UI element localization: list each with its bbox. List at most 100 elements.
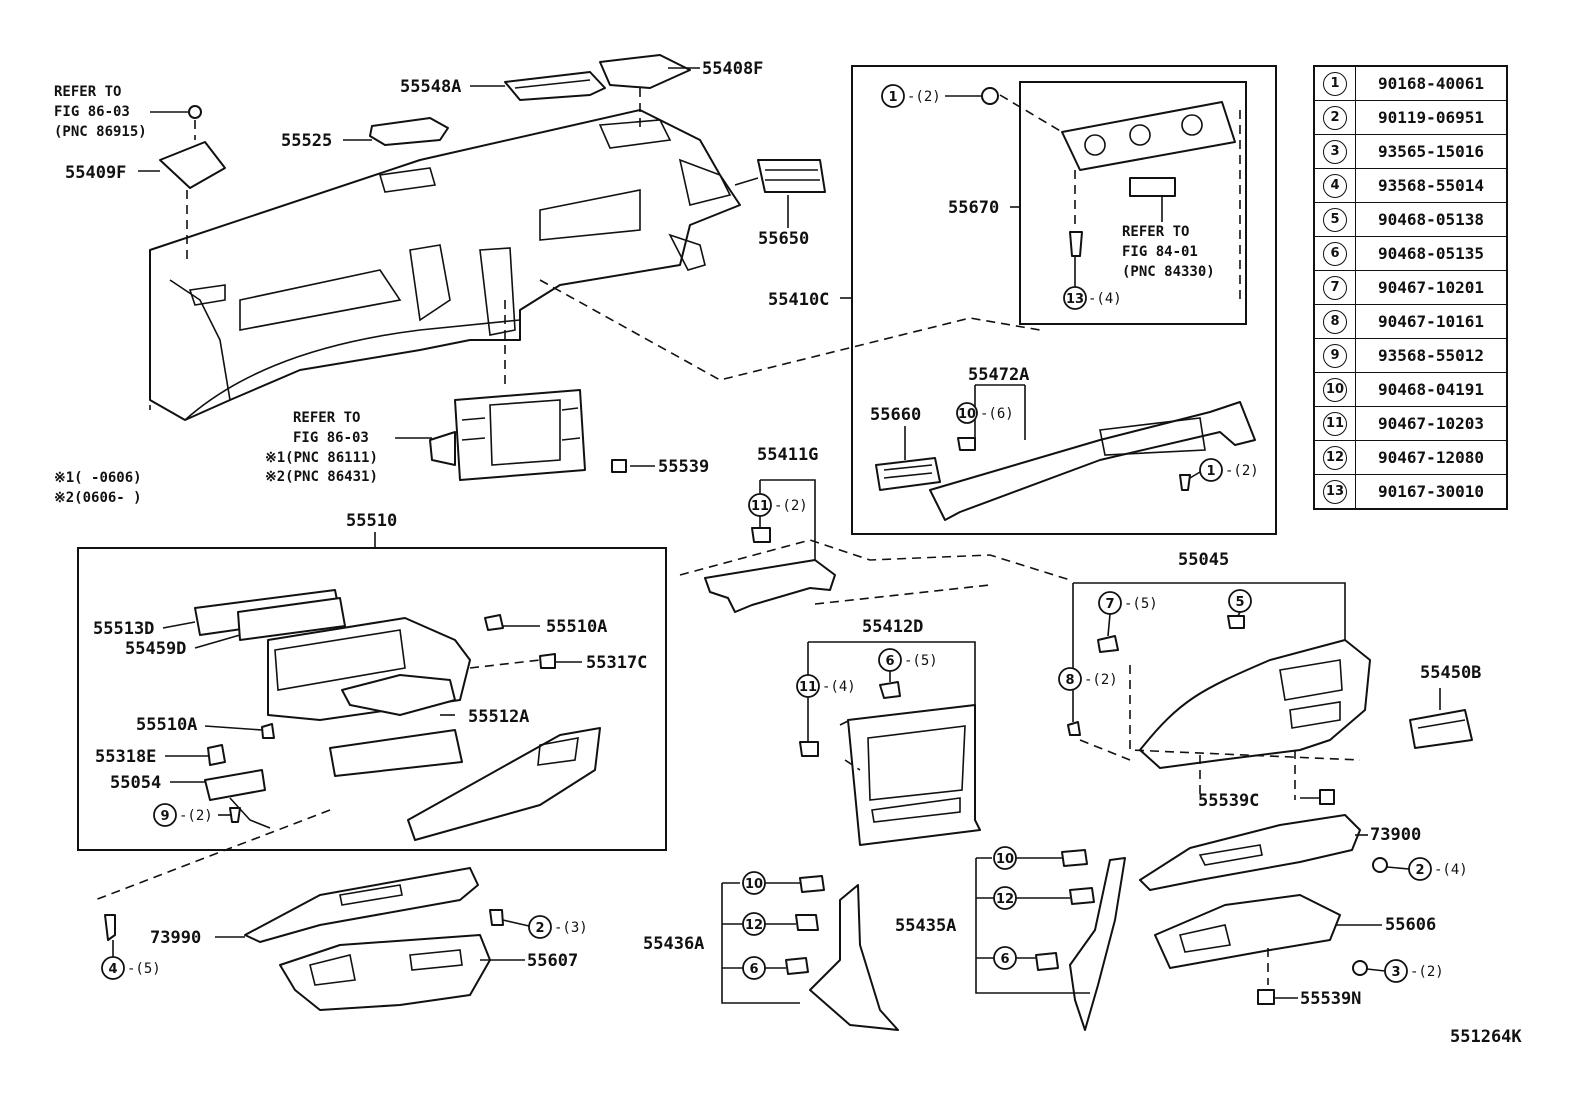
label-55510A-top: 55510A — [546, 617, 607, 637]
svg-text:-(2): -(2) — [179, 808, 213, 824]
svg-text:11: 11 — [799, 680, 817, 695]
svg-text:-(5): -(5) — [1124, 596, 1158, 612]
legend-key-circle: 9 — [1323, 343, 1347, 368]
refer-fig-86-03-b: REFER TO FIG 86-03 ※1(PNC 86111) ※2(PNC … — [265, 410, 378, 485]
part-55045-illustration — [1067, 615, 1371, 800]
svg-text:※2(PNC 86431): ※2(PNC 86431) — [265, 469, 378, 485]
label-55411G: 55411G — [757, 445, 818, 465]
label-55539: 55539 — [658, 457, 709, 477]
svg-text:-(5): -(5) — [904, 653, 938, 669]
svg-text:10: 10 — [996, 852, 1014, 867]
label-55510A-bottom: 55510A — [136, 715, 197, 735]
legend-part-number: 90467-10203 — [1355, 406, 1508, 441]
legend-key-circle: 8 — [1323, 309, 1347, 334]
label-55539C: 55539C — [1198, 791, 1259, 811]
svg-text:10: 10 — [745, 877, 763, 892]
svg-text:9: 9 — [160, 809, 169, 824]
date-notes: ※1( -0606) ※2(0606- ) — [54, 470, 142, 506]
legend-key: 12 — [1313, 440, 1356, 475]
part-55607-illustration — [279, 934, 491, 1011]
legend-part-number: 90168-40061 — [1355, 65, 1508, 101]
svg-text:(PNC 84330): (PNC 84330) — [1122, 264, 1215, 280]
svg-text:5: 5 — [1235, 595, 1244, 610]
label-55408F: 55408F — [702, 59, 763, 79]
label-55317C: 55317C — [586, 653, 647, 673]
legend-key-circle: 4 — [1323, 173, 1347, 198]
callout-1a: 1 -(2) — [881, 84, 982, 108]
svg-text:-(4): -(4) — [1088, 291, 1122, 307]
group-box-55510 — [77, 547, 667, 851]
callout-11a: 11 -(2) — [748, 493, 808, 517]
svg-text:-(6): -(6) — [980, 406, 1014, 422]
screw-2b-illustration — [1372, 857, 1388, 873]
svg-text:4: 4 — [108, 962, 117, 977]
part-55412D-illustration — [799, 681, 981, 846]
svg-text:-(3): -(3) — [554, 920, 588, 936]
callout-2a: 2 -(3) — [502, 915, 588, 939]
callout-10c: 10 — [993, 846, 1062, 870]
legend-part-number: 90468-04191 — [1355, 372, 1508, 407]
label-55607: 55607 — [527, 951, 578, 971]
svg-text:-(2): -(2) — [1225, 463, 1259, 479]
legend-key: 2 — [1313, 100, 1356, 135]
diagram-code: 551264K — [1450, 1027, 1522, 1047]
refer-fig-86-03-a: REFER TO FIG 86-03 (PNC 86915) — [54, 84, 188, 140]
label-73900: 73900 — [1370, 825, 1421, 845]
legend-key: 6 — [1313, 236, 1356, 271]
part-55436A-illustration — [785, 875, 899, 1031]
part-55670-illustration — [999, 94, 1241, 300]
callout-10a: 10 -(6) — [956, 402, 1014, 424]
callout-12a: 12 — [722, 912, 796, 936]
callout-2b: 2 -(4) — [1386, 857, 1468, 881]
svg-text:※1( -0606): ※1( -0606) — [54, 470, 142, 486]
svg-text:-(2): -(2) — [907, 89, 941, 105]
part-55409F-illustration — [159, 105, 226, 262]
part-55539-illustration — [611, 459, 627, 473]
legend-part-number: 93565-15016 — [1355, 134, 1508, 169]
svg-text:FIG 86-03: FIG 86-03 — [293, 430, 369, 446]
screw-4-illustration — [104, 914, 116, 941]
legend-key-circle: 2 — [1323, 105, 1347, 130]
part-55548A-illustration — [504, 71, 606, 101]
svg-text:-(4): -(4) — [822, 679, 856, 695]
part-55408F-illustration — [599, 54, 691, 130]
part-55539C-illustration — [1319, 789, 1335, 805]
svg-text:REFER TO: REFER TO — [1122, 224, 1189, 240]
clip-10-illustration — [957, 437, 976, 451]
group-box-55670 — [1019, 81, 1247, 325]
part-55450B-illustration — [1409, 709, 1473, 749]
callout-12b: 12 — [976, 886, 1070, 910]
legend-key: 11 — [1313, 406, 1356, 441]
legend-key-circle: 5 — [1323, 207, 1347, 232]
svg-text:6: 6 — [1000, 952, 1009, 967]
label-55054: 55054 — [110, 773, 161, 793]
callout-7: 7 -(5) — [1098, 591, 1158, 637]
label-55525: 55525 — [281, 131, 332, 151]
svg-text:3: 3 — [1391, 965, 1400, 980]
svg-text:(PNC 86915): (PNC 86915) — [54, 124, 147, 140]
callout-4: 4 -(5) — [101, 940, 161, 980]
svg-text:※2(0606- ): ※2(0606- ) — [54, 490, 142, 506]
part-55435A-illustration — [1035, 849, 1126, 1031]
screw-2a-illustration — [489, 909, 504, 926]
svg-text:10: 10 — [958, 407, 976, 422]
label-55318E: 55318E — [95, 747, 156, 767]
svg-text:12: 12 — [996, 892, 1014, 907]
part-55539N-illustration — [1257, 989, 1275, 1005]
legend-key: 3 — [1313, 134, 1356, 169]
svg-text:-(2): -(2) — [774, 498, 808, 514]
legend-key: 4 — [1313, 168, 1356, 203]
legend-part-number: 93568-55012 — [1355, 338, 1508, 373]
legend-key-circle: 13 — [1323, 479, 1347, 504]
svg-text:1: 1 — [1206, 464, 1215, 479]
label-55045: 55045 — [1178, 550, 1229, 570]
